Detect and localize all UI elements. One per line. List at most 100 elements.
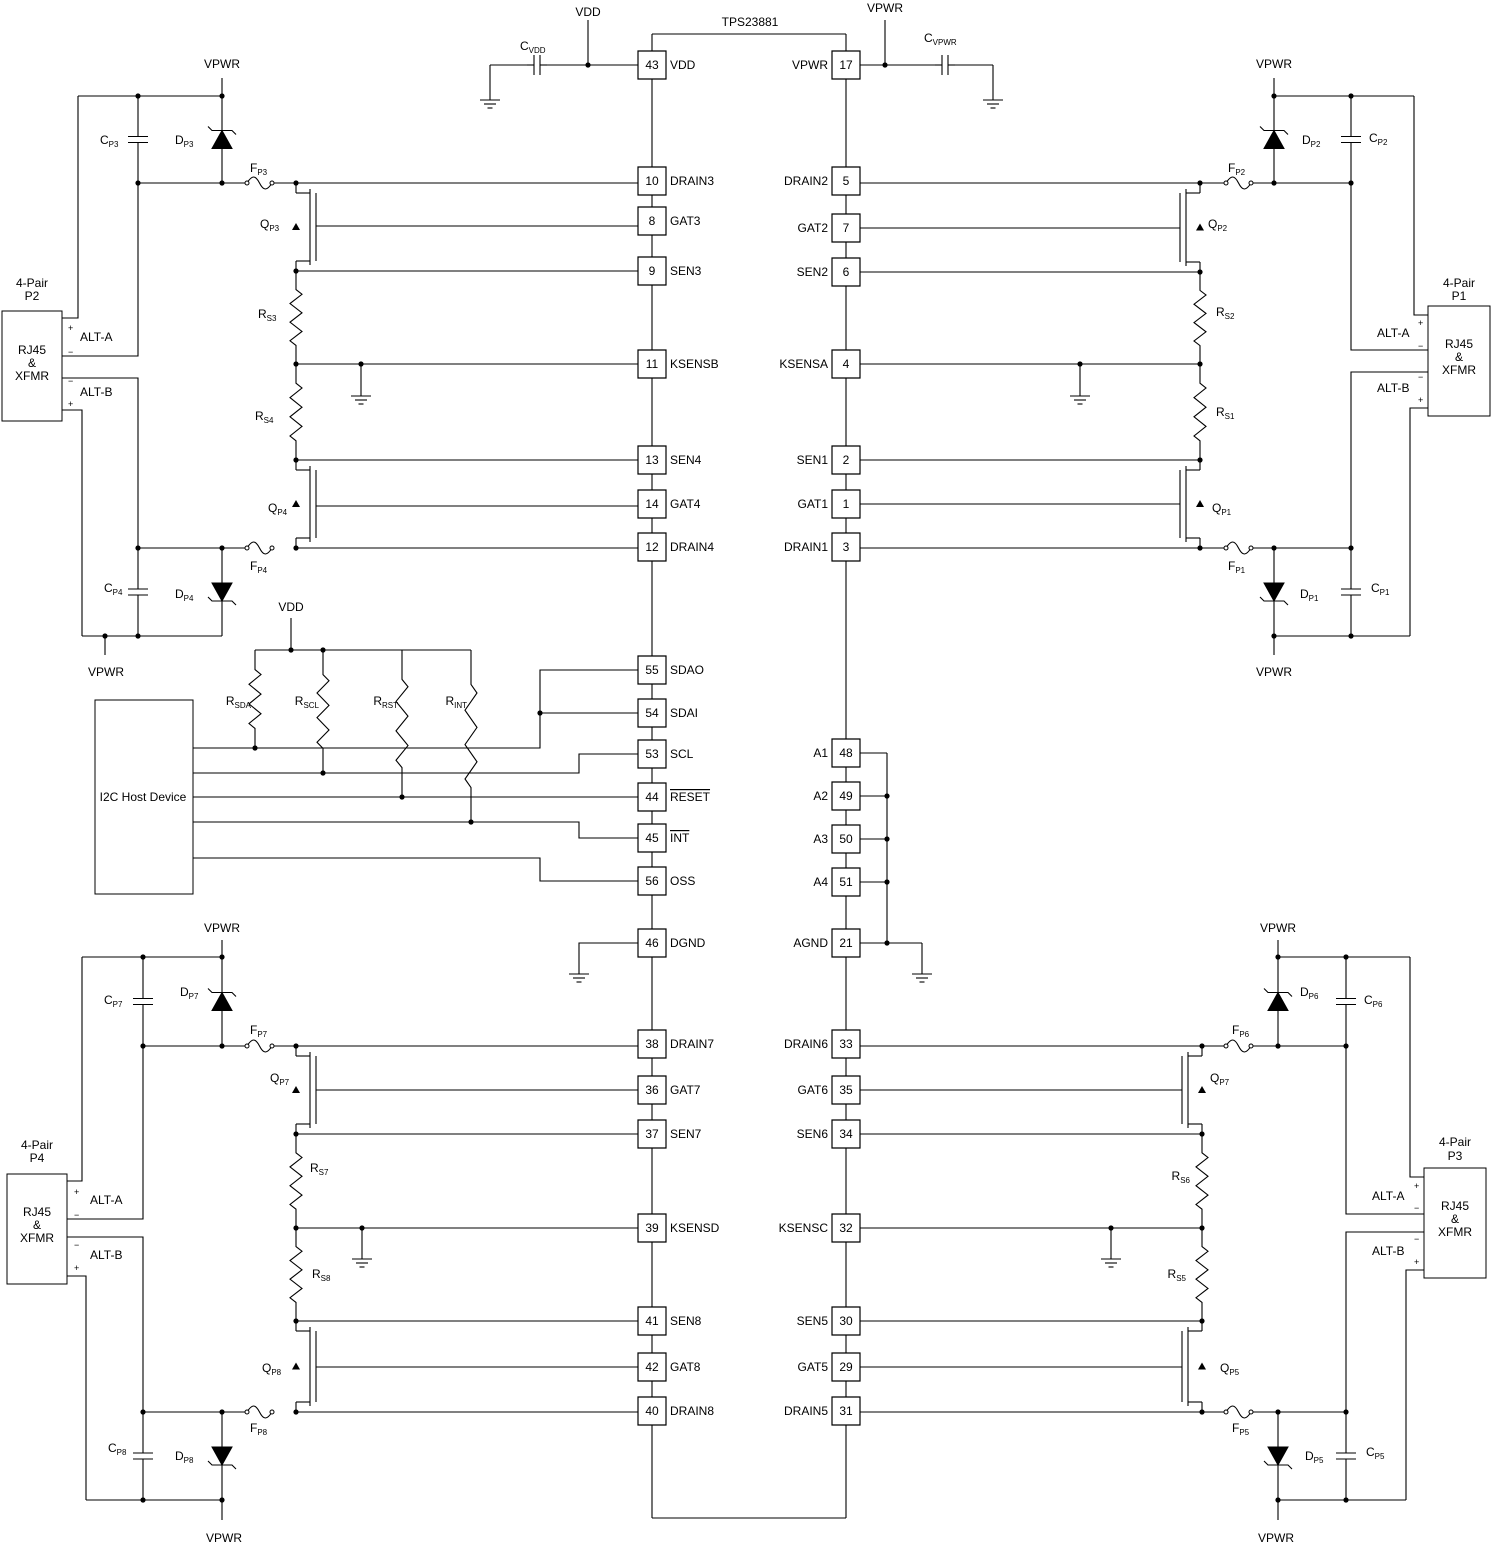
pin-number: 38 <box>645 1037 659 1051</box>
fp5-label: FP5 <box>1232 1421 1250 1437</box>
cp3-label: CP3 <box>100 133 119 149</box>
wire <box>1346 1046 1424 1214</box>
pin-name: KSENSA <box>779 357 828 371</box>
mosfet <box>860 183 1204 272</box>
pin-box <box>832 1214 860 1242</box>
pin-name: DRAIN4 <box>670 540 714 554</box>
label: − <box>1418 341 1423 351</box>
mosfet <box>860 460 1204 548</box>
resistor <box>290 1134 302 1228</box>
mosfet <box>860 1046 1206 1134</box>
diode-bar <box>1260 127 1288 135</box>
rs5-label: RS5 <box>1168 1267 1187 1283</box>
wire <box>193 754 638 773</box>
pin-number: 50 <box>839 832 853 846</box>
fet-arrow <box>1198 1362 1206 1370</box>
diode-triangle <box>212 993 232 1011</box>
pin-name: KSENSB <box>670 357 719 371</box>
vpwr-label: VPWR <box>1258 1531 1294 1545</box>
fp3-label: FP3 <box>250 161 268 177</box>
pin-number: 1 <box>843 497 850 511</box>
pin-number: 2 <box>843 453 850 467</box>
pin-box <box>638 167 666 195</box>
alt-b-label: ALT-B <box>1372 1244 1404 1258</box>
connector-label: XFMR <box>15 369 49 383</box>
wire <box>62 183 138 356</box>
capacitor <box>133 1412 153 1500</box>
pin-number: 8 <box>649 214 656 228</box>
connector-label: & <box>1451 1212 1459 1226</box>
vdd-label: VDD <box>575 5 601 19</box>
pin-name: A1 <box>813 746 828 760</box>
diode-bar <box>208 597 236 605</box>
rrst-label: RRST <box>373 694 398 710</box>
pin-name: VDD <box>670 58 696 72</box>
pin-name: GAT3 <box>670 214 701 228</box>
pin-name: A3 <box>813 832 828 846</box>
pin-box <box>638 929 666 957</box>
diode-bar <box>208 1461 236 1469</box>
diode-bar <box>208 127 236 135</box>
fuse-end <box>244 545 250 551</box>
resistor-zigzag <box>290 1228 302 1321</box>
alt-b-label: ALT-B <box>1377 381 1409 395</box>
pin-box <box>832 214 860 242</box>
dp3-label: DP3 <box>175 133 194 149</box>
pin-box <box>832 929 860 957</box>
vpwr-label: VPWR <box>204 921 240 935</box>
rscl-label: RSCL <box>295 694 320 710</box>
cp5-label: CP5 <box>1366 1445 1385 1461</box>
pin-name: SEN4 <box>670 453 702 467</box>
i2c-host-device <box>95 700 193 894</box>
resistor <box>1194 364 1206 460</box>
pin-number: 45 <box>645 831 659 845</box>
ground-symbol <box>1101 1245 1121 1267</box>
capacitor <box>1336 957 1356 1046</box>
resistor <box>465 650 477 822</box>
fet-arrow <box>1196 223 1204 231</box>
label: + <box>1414 1257 1419 1267</box>
pin-number: 29 <box>839 1360 853 1374</box>
resistor <box>290 1228 302 1321</box>
connector-p2 <box>2 311 62 421</box>
connector-p3 <box>1424 1168 1486 1278</box>
label: − <box>1414 1203 1419 1213</box>
wire <box>67 957 82 1181</box>
alt-a-label: ALT-A <box>90 1193 122 1207</box>
alt-b-label: ALT-B <box>90 1248 122 1262</box>
tvs-diode <box>1264 957 1292 1046</box>
qp8-label: QP8 <box>262 1361 282 1377</box>
fuse-curve <box>1226 542 1251 554</box>
rs2-label: RS2 <box>1216 305 1235 321</box>
pin-box <box>832 868 860 896</box>
dp4-label: DP4 <box>175 587 194 603</box>
wire <box>67 1046 143 1219</box>
pin-number: 42 <box>645 1360 659 1374</box>
tvs-diode <box>1264 1412 1292 1500</box>
fuse <box>244 1406 275 1418</box>
pin-box <box>832 258 860 286</box>
i2c-host-label: I2C Host Device <box>100 790 187 804</box>
fuse-curve <box>247 177 272 189</box>
wires <box>62 20 1428 1520</box>
resistor <box>1194 272 1206 364</box>
dp1-label: DP1 <box>1300 587 1319 603</box>
fet-arrow <box>292 223 300 230</box>
pin-name: DRAIN5 <box>784 1404 828 1418</box>
fuse <box>1223 1406 1254 1418</box>
diode-triangle <box>1264 583 1284 601</box>
label: + <box>68 399 73 409</box>
cvdd-label: CVDD <box>520 39 546 55</box>
